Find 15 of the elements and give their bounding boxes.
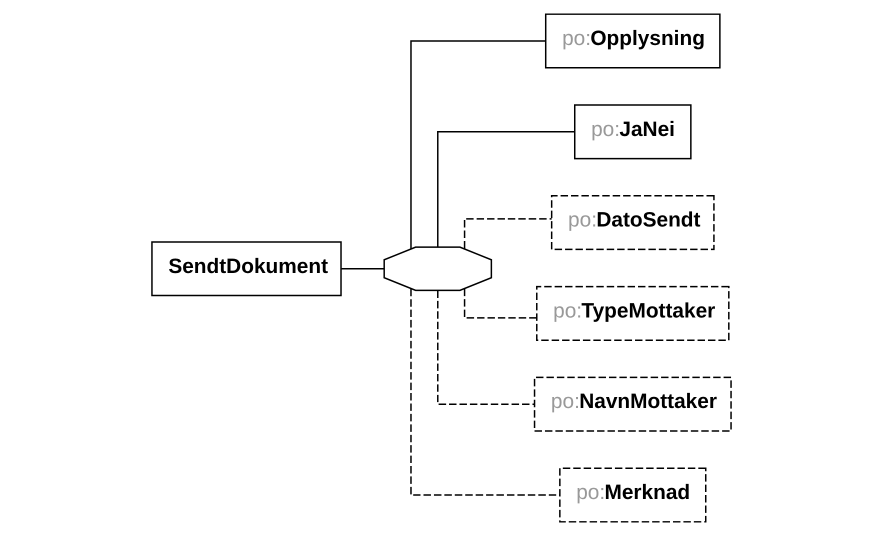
connector [437,290,534,405]
connector [464,288,536,319]
node-box: po:NavnMottaker [534,376,732,432]
connector [410,40,546,249]
connector [437,131,574,247]
connector [464,218,552,248]
node-box: po:TypeMottaker [536,286,730,341]
connector [410,288,560,496]
node-box: po:Merknad [559,467,706,523]
connector [342,268,384,270]
node-box: po:JaNei [574,104,692,160]
node-box: po:Opplysning [544,13,721,69]
node-box: po:DatoSendt [550,195,715,250]
node-octagon [383,246,492,292]
node-box: SendtDokument [151,241,342,296]
